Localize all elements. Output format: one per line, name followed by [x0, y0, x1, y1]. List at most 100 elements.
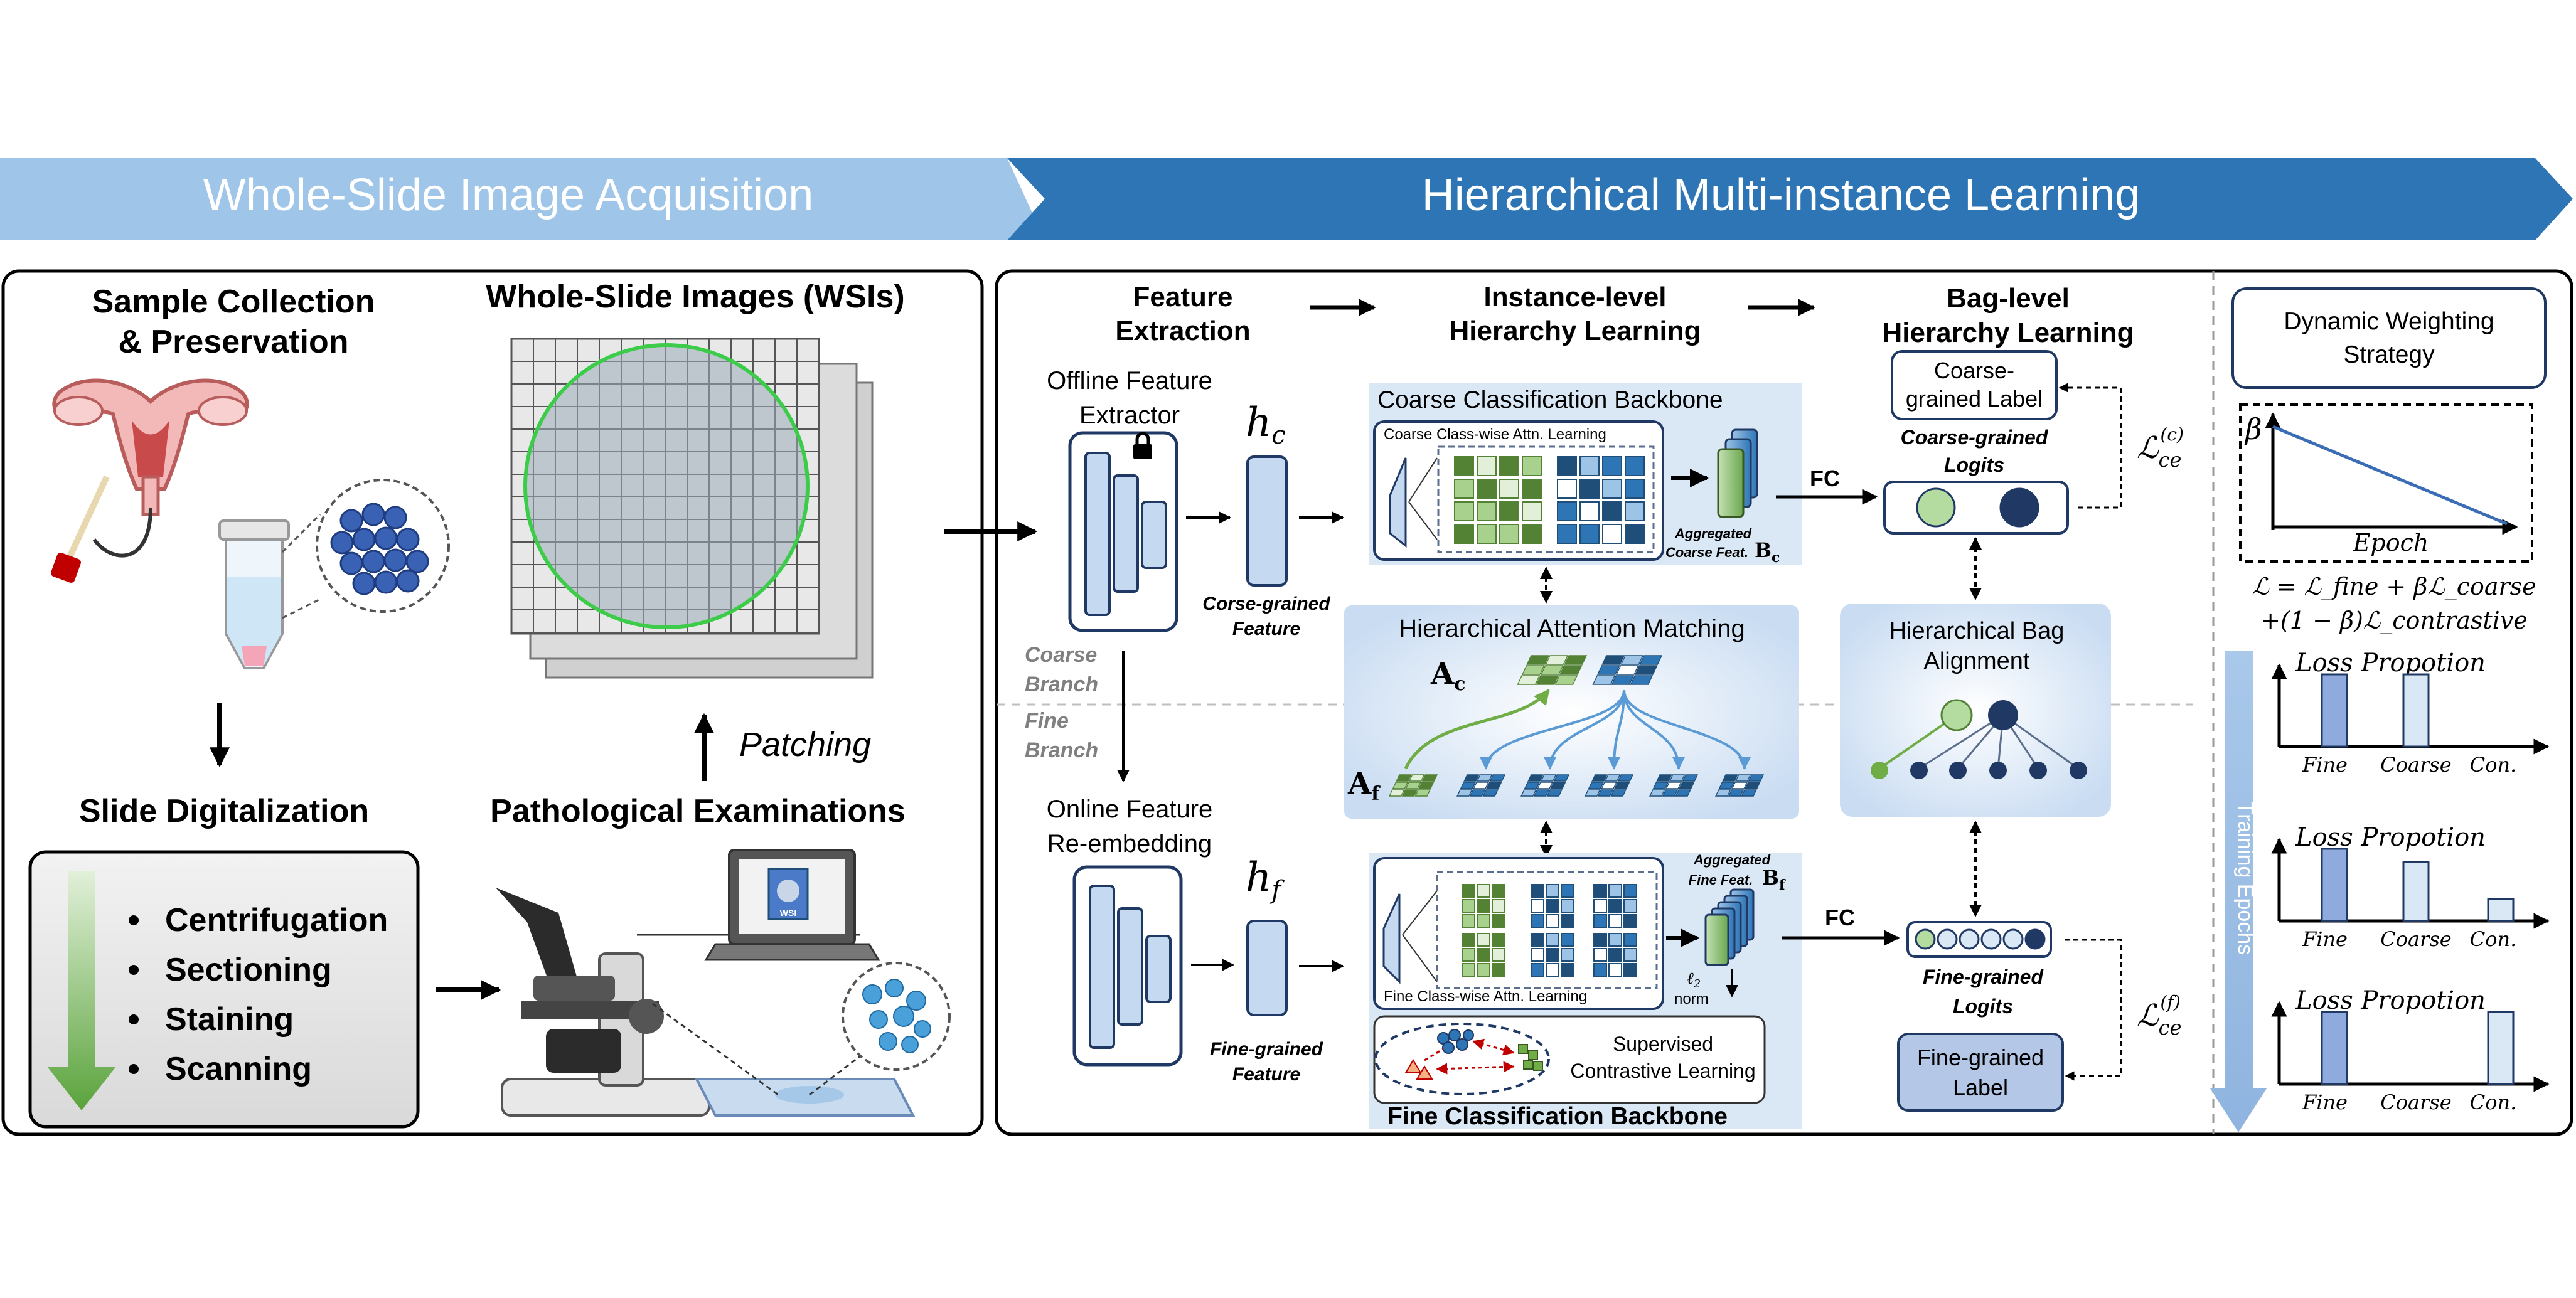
loss-bar-0-fine	[2321, 673, 2348, 748]
agg-fine-label-2: Fine Feat.	[1689, 872, 1753, 888]
loss-chart-title-2: Loss Propotion	[2295, 986, 2486, 1015]
sample-collection-title-1: Sample Collection	[92, 284, 375, 320]
fine-feature-label-2: Feature	[1232, 1064, 1300, 1085]
fine-logits-label-1: Fine-grained	[1923, 966, 2044, 988]
scl-label-2: Contrastive Learning	[1570, 1060, 1755, 1082]
banner-acquisition: Whole-Slide Image Acquisition	[0, 158, 1045, 240]
beta-schedule-plot: β Epoch	[2239, 403, 2533, 563]
fine-logit-node-4	[2002, 928, 2024, 950]
dws-title-1: Dynamic Weighting	[2284, 308, 2494, 335]
sample-collection-title-2: & Preservation	[118, 324, 348, 360]
coarse-loss-link	[2058, 383, 2122, 509]
coarse-feature-block	[1246, 455, 1288, 587]
coarse-label-2: grained Label	[1906, 386, 2043, 412]
coarse-blue-grid	[1557, 456, 1645, 544]
fine-attn-grid-0-0	[1462, 884, 1505, 928]
fine-logit-node-1	[1937, 928, 1958, 950]
laptop-file-label: WSI	[780, 908, 796, 918]
coarse-feature-label-2: Feature	[1232, 619, 1300, 639]
fc-fine-label: FC	[1825, 905, 1855, 930]
ham-blue-arrow-0	[1480, 689, 1625, 770]
loss-bar-1-con	[2487, 898, 2515, 922]
step-sectioning: Sectioning	[165, 952, 332, 988]
ham-fine-map-4	[1649, 774, 1699, 797]
progress-down-arrow	[47, 871, 116, 1110]
fine-logit-node-0	[1915, 928, 1936, 950]
loss-bar-label-1-1: Coarse	[2380, 927, 2451, 951]
ham-fine-map-0	[1389, 774, 1438, 797]
ham-coarse-map-blue	[1592, 655, 1663, 685]
fine-feature-block	[1246, 920, 1288, 1016]
online-reembed-block	[1072, 865, 1183, 1067]
loss-bar-label-2-2: Con.	[2470, 1090, 2517, 1114]
offline-extractor-label-1: Offline Feature	[1047, 367, 1212, 395]
coarse-logit-node-1	[1916, 487, 1956, 528]
loss-bar-label-2-1: Coarse	[2380, 1090, 2451, 1114]
step-scanning: Scanning	[165, 1051, 312, 1087]
tissue-sample-circle	[523, 343, 810, 629]
fine-backbone-panel: Fine Class-wise Attn. Learning Aggregate…	[1369, 852, 1802, 1130]
slide-digitalization-title: Slide Digitalization	[79, 793, 369, 829]
agg-coarse-label-2: Coarse Feat.	[1665, 545, 1748, 560]
ham-fine-map-5	[1715, 774, 1765, 797]
banner-hml-label: Hierarchical Multi-instance Learning	[1422, 170, 2140, 220]
online-reembed-label-2: Re-embedding	[1047, 830, 1212, 858]
step-centrifugation: Centrifugation	[165, 902, 388, 939]
coarse-logits-label-1: Coarse-grained	[1901, 426, 2049, 449]
wsi-title: Whole-Slide Images (WSIs)	[486, 279, 904, 315]
epoch-axis-label: Epoch	[2353, 529, 2429, 556]
stage-feature-extraction-2: Extraction	[1115, 316, 1250, 346]
loss-bar-2-con	[2487, 1011, 2515, 1085]
fine-attn-grid-1-0	[1531, 884, 1574, 928]
ham-fine-maps	[1389, 774, 1765, 797]
l2-symbol: ℓ2	[1687, 969, 1701, 991]
bf-symbol: Bf	[1762, 866, 1786, 893]
fine-attn-grid-1-1	[1531, 933, 1574, 977]
agg-coarse-label-1: Aggregated	[1674, 526, 1752, 541]
fine-branch-label-2: Branch	[1025, 738, 1098, 762]
bc-symbol: Bc	[1755, 538, 1780, 566]
uterus-illustration	[51, 378, 249, 583]
hba-coarse-node-dark	[1988, 700, 2018, 730]
offline-extractor-block	[1068, 431, 1178, 632]
hba-fine-node-5	[2070, 762, 2087, 779]
fine-attn-grid-0-1	[1462, 933, 1505, 977]
dws-title-2: Strategy	[2343, 341, 2435, 368]
hba-panel: Hierarchical Bag Alignment	[1840, 604, 2111, 817]
loss-bar-2-fine	[2321, 1011, 2348, 1085]
fine-branch-label-1: Fine	[1025, 709, 1069, 733]
fine-loss-link	[2065, 939, 2122, 1081]
dws-title-box: Dynamic Weighting Strategy	[2231, 287, 2547, 389]
scl-label-1: Supervised	[1613, 1033, 1713, 1055]
ham-coarse-maps	[1517, 655, 1663, 685]
cell-cluster-magnified	[316, 479, 450, 613]
ham-coarse-map-green	[1517, 655, 1588, 685]
fine-logits-box	[1906, 921, 2052, 958]
glass-slide-illustration	[652, 962, 951, 1117]
hf-symbol: hf	[1246, 854, 1285, 905]
stage-instance-level-1: Instance-level	[1483, 282, 1666, 312]
ham-blue-arrow-2	[1608, 689, 1625, 770]
microscope-illustration	[496, 888, 860, 1117]
fine-attn-title: Fine Class-wise Attn. Learning	[1384, 988, 1587, 1005]
beta-axis-label: β	[2244, 412, 2262, 446]
patching-label: Patching	[739, 726, 871, 763]
ham-green-arrow	[1404, 689, 1550, 770]
hba-title-1: Hierarchical Bag	[1889, 618, 2065, 644]
pathological-exam-title: Pathological Examinations	[490, 793, 906, 829]
wsi-stack-illustration	[510, 338, 874, 679]
coarse-green-grid	[1454, 456, 1542, 544]
agg-fine-label-1: Aggregated	[1693, 852, 1771, 868]
fine-logit-node-2	[1959, 928, 1980, 950]
coarse-label-1: Coarse-	[1934, 358, 2014, 383]
af-symbol: Af	[1347, 766, 1381, 805]
ac-symbol: Ac	[1430, 656, 1466, 695]
sample-tube-illustration	[218, 513, 321, 669]
loss-formula-1: ℒ = ℒ_fine + βℒ_coarse	[2252, 573, 2536, 601]
loss-bar-label-1-0: Fine	[2302, 927, 2348, 951]
digitalization-steps-box: Centrifugation Sectioning Staining Scann…	[28, 850, 420, 1129]
online-reembed-label-1: Online Feature	[1047, 795, 1213, 823]
